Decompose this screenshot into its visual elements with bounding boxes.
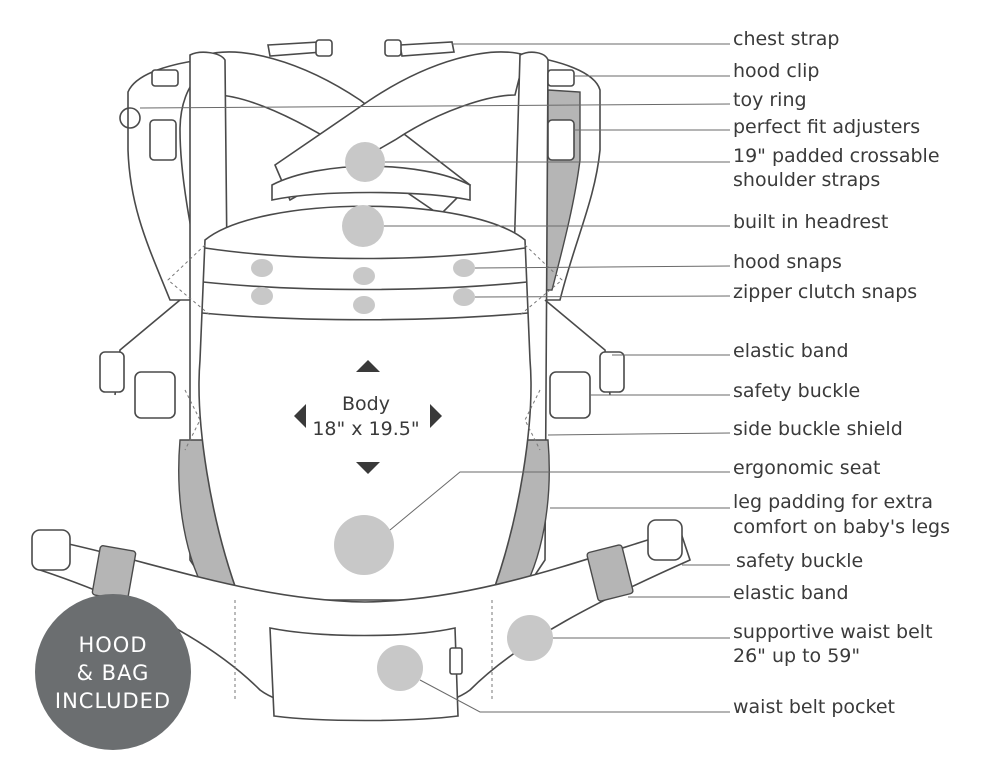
badge-line-1: HOOD (78, 633, 147, 657)
chest-strap-buckle-left (315, 39, 333, 57)
left-shoulder-strap-back (127, 59, 206, 301)
safety-buckle-lower-left (31, 529, 71, 571)
upper-back-panel (271, 165, 471, 201)
safety-buckle-lower-right (647, 519, 683, 561)
body-panel (198, 205, 532, 601)
safety-buckle-upper-right (549, 371, 591, 419)
leader-zipper-snaps (474, 295, 731, 298)
label-elastic-band-upper: elastic band (733, 340, 849, 362)
elastic-band-lower-left (91, 545, 137, 601)
leader-hood-snaps (474, 265, 731, 269)
chest-strap-buckle-right (384, 39, 402, 57)
headrest-seam-2 (202, 281, 528, 291)
dot-zipper-snap-center (353, 296, 375, 314)
dot-ergonomic-seat (334, 515, 394, 575)
dot-zipper-snap-left (251, 287, 273, 305)
hood-bag-badge (35, 594, 191, 750)
left-headrest-dash (167, 244, 211, 316)
dot-hood-snap-right (453, 259, 475, 277)
pocket-brand-tag (449, 647, 463, 675)
leader-toy-ring (139, 103, 731, 109)
right-headrest-dash (519, 244, 563, 316)
leader-side-shield (547, 432, 731, 436)
leader-ergonomic-seat (389, 471, 730, 531)
dot-zipper-snap-right (453, 288, 475, 306)
body-label-size: 18" x 19.5" (312, 418, 419, 440)
label-shoulder-straps-line1: 19" padded crossable (733, 145, 940, 167)
badge-line-3: INCLUDED (55, 689, 171, 713)
headrest-seam-3 (201, 312, 529, 321)
label-side-buckle-shield: side buckle shield (733, 418, 903, 440)
perfect-fit-adjuster-left (149, 119, 177, 161)
label-waist-belt-pocket: waist belt pocket (733, 696, 895, 718)
elastic-band-lower-right (586, 544, 634, 602)
callout-labels: chest strap hood clip toy ring perfect f… (733, 28, 950, 718)
elastic-band-upper-left (99, 351, 125, 393)
hood-clip-right (547, 69, 575, 87)
dot-shoulder-straps (345, 142, 385, 182)
leader-waist-pocket (419, 679, 730, 713)
crossed-strap-right (274, 51, 526, 202)
chest-strap-right (399, 41, 455, 57)
waist-belt-pocket (269, 627, 459, 722)
label-leg-padding-line2: comfort on baby's legs (733, 516, 950, 538)
body-label-name: Body (342, 393, 390, 415)
label-elastic-band-lower: elastic band (733, 582, 849, 604)
elastic-band-upper-right (599, 351, 625, 393)
label-built-in-headrest: built in headrest (733, 211, 888, 233)
label-leg-padding-line1: leg padding for extra (733, 491, 933, 513)
left-side-shield-dash (184, 389, 201, 451)
label-toy-ring: toy ring (733, 89, 807, 111)
label-shoulder-straps-line2: shoulder straps (733, 169, 880, 191)
label-supportive-waist-belt-line1: supportive waist belt (733, 621, 933, 643)
label-chest-strap: chest strap (733, 28, 839, 50)
right-side-shield-dash (524, 389, 541, 451)
label-supportive-waist-belt-line2: 26" up to 59" (733, 645, 860, 667)
arrow-up-icon (356, 360, 380, 372)
label-hood-clip: hood clip (733, 60, 819, 82)
dot-hood-snap-center (353, 267, 375, 285)
arrow-left-icon (294, 404, 306, 428)
dot-headrest (342, 205, 384, 247)
dot-waist-pocket (377, 645, 423, 691)
hood-clip-left (151, 69, 179, 87)
badge-line-2: & BAG (77, 661, 150, 685)
dot-waist-belt (507, 615, 553, 661)
label-perfect-fit-adjusters: perfect fit adjusters (733, 116, 920, 138)
headrest-seam-1 (204, 247, 526, 260)
toy-ring (119, 107, 141, 129)
label-safety-buckle-lower: safety buckle (736, 550, 863, 572)
label-zipper-clutch-snaps: zipper clutch snaps (733, 281, 917, 303)
label-safety-buckle-upper: safety buckle (733, 380, 860, 402)
safety-buckle-upper-left (134, 371, 176, 419)
label-hood-snaps: hood snaps (733, 251, 842, 273)
leader-lines (139, 43, 731, 713)
chest-strap-left (267, 41, 323, 57)
arrow-right-icon (430, 404, 442, 428)
perfect-fit-adjuster-right (547, 119, 575, 161)
label-ergonomic-seat: ergonomic seat (733, 457, 880, 479)
arrow-down-icon (356, 462, 380, 474)
dot-hood-snap-left (251, 259, 273, 277)
